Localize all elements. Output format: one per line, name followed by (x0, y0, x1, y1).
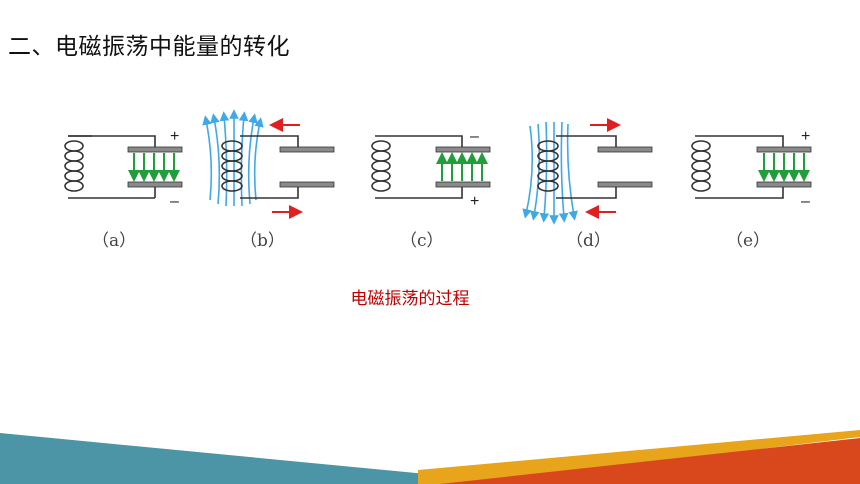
figure-caption: 电磁振荡的过程 (0, 284, 860, 309)
plate-sign-top: – (470, 128, 479, 145)
capacitor (279, 146, 335, 188)
caption-text: 电磁振荡的过程 (350, 289, 470, 309)
electric-field-arrows (128, 153, 180, 182)
panel-label: （e） (726, 231, 770, 251)
current-arrows (269, 118, 303, 219)
panel-label: （c） (400, 231, 444, 251)
panel-d: （d） (522, 118, 653, 251)
panel-label: （a） (92, 231, 136, 251)
capacitor (127, 146, 183, 188)
slide-title: 二、电磁振荡中能量的转化 (8, 34, 290, 60)
panel-b: （b） (202, 109, 335, 251)
panel-a: + – （a） (64, 128, 183, 251)
inductor-coil (221, 135, 299, 199)
inductor-coil (64, 135, 156, 199)
plate-sign-top: + (170, 128, 179, 145)
current-arrows (585, 118, 621, 219)
plate-sign-bottom: – (801, 193, 810, 210)
capacitor (756, 146, 812, 188)
panel-c: – + （c） (371, 128, 491, 251)
panel-label: （b） (240, 231, 285, 251)
plate-sign-bottom: + (470, 193, 479, 210)
inductor-coil (537, 135, 617, 199)
inductor-coil (371, 135, 463, 199)
electric-field-arrows (436, 152, 488, 181)
inductor-coil (691, 135, 784, 199)
panel-label: （d） (566, 231, 611, 251)
plate-sign-bottom: – (170, 193, 179, 210)
plate-sign-top: + (801, 128, 810, 145)
footer-gold-stripe (418, 430, 860, 484)
footer-teal-band (0, 433, 530, 484)
electric-field-arrows (758, 153, 810, 182)
footer-orange-band (440, 438, 860, 484)
panel-e: + – （e） (691, 128, 812, 251)
capacitor (597, 146, 653, 188)
